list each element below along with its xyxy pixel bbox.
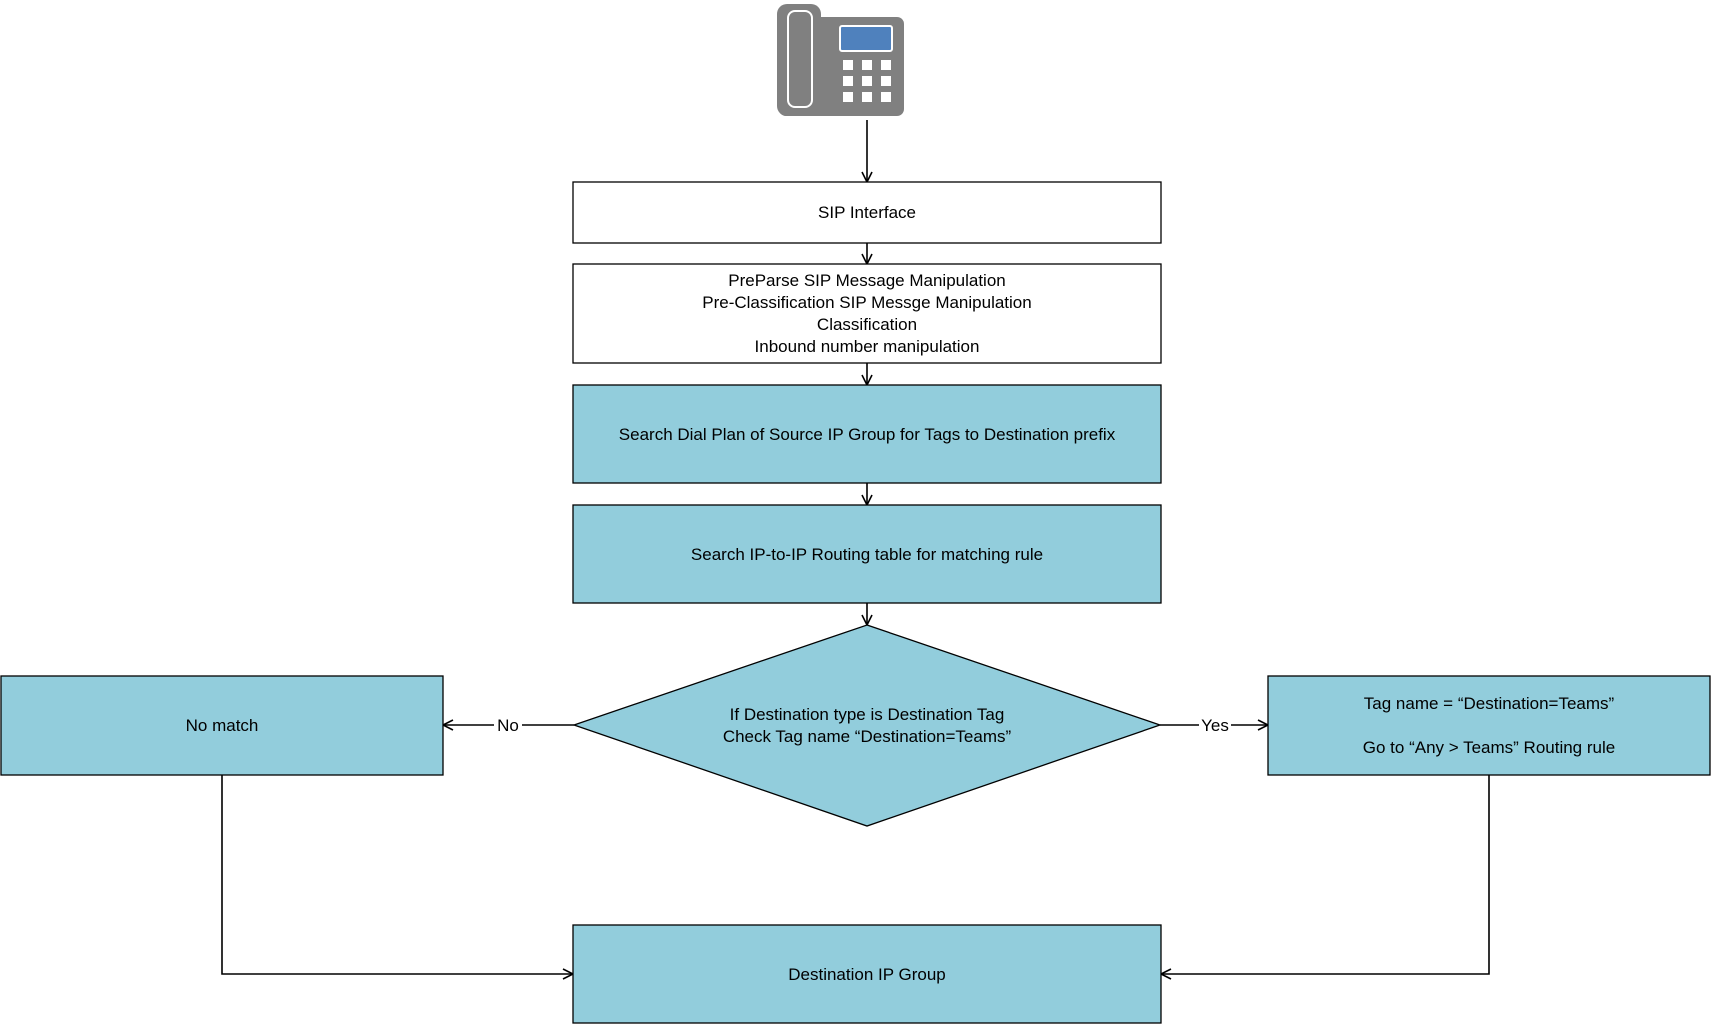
node-text-line: Search Dial Plan of Source IP Group for … (619, 425, 1116, 444)
edge-no-match-to-destination (221, 775, 573, 974)
node-sip-interface: SIP Interface (572, 181, 1162, 244)
node-text-line: Classification (817, 315, 917, 334)
svg-text:If Destination type is Destina: If Destination type is Destination TagCh… (723, 705, 1012, 746)
svg-text:No match: No match (186, 716, 259, 735)
node-text-line: Search IP-to-IP Routing table for matchi… (691, 545, 1043, 564)
node-text-line: If Destination type is Destination Tag (730, 705, 1005, 724)
edge-label-no: No (497, 716, 519, 735)
svg-text:Tag name = “Destination=Teams”: Tag name = “Destination=Teams” Go to “Any… (1363, 694, 1615, 757)
node-tag-match: Tag name = “Destination=Teams” Go to “Any… (1267, 675, 1711, 776)
node-search-dial-plan: Search Dial Plan of Source IP Group for … (572, 384, 1162, 484)
node-text-line: Check Tag name “Destination=Teams” (723, 727, 1012, 746)
svg-text:PreParse SIP Message Manipulat: PreParse SIP Message ManipulationPre-Cla… (702, 271, 1031, 356)
node-destination-ip-group: Destination IP Group (572, 924, 1162, 1024)
node-text-line: Tag name = “Destination=Teams” (1364, 694, 1615, 713)
svg-text:Search IP-to-IP Routing table: Search IP-to-IP Routing table for matchi… (691, 545, 1043, 564)
node-text-line: Pre-Classification SIP Messge Manipulati… (702, 293, 1031, 312)
node-text-line: Destination IP Group (788, 965, 946, 984)
desk-phone-icon (777, 4, 904, 116)
node-text-line: Inbound number manipulation (755, 337, 980, 356)
svg-text:SIP Interface: SIP Interface (818, 203, 916, 222)
svg-text:Search Dial Plan of Source IP: Search Dial Plan of Source IP Group for … (619, 425, 1116, 444)
node-text-line: PreParse SIP Message Manipulation (728, 271, 1006, 290)
node-text-line: Go to “Any > Teams” Routing rule (1363, 738, 1615, 757)
svg-text:Destination IP Group: Destination IP Group (788, 965, 946, 984)
edge-tag-match-to-destination (1161, 775, 1490, 974)
edge-label-yes: Yes (1201, 716, 1229, 735)
node-text-line: No match (186, 716, 259, 735)
node-text-line: SIP Interface (818, 203, 916, 222)
node-search-routing-table: Search IP-to-IP Routing table for matchi… (572, 504, 1162, 604)
node-no-match: No match (0, 675, 444, 776)
